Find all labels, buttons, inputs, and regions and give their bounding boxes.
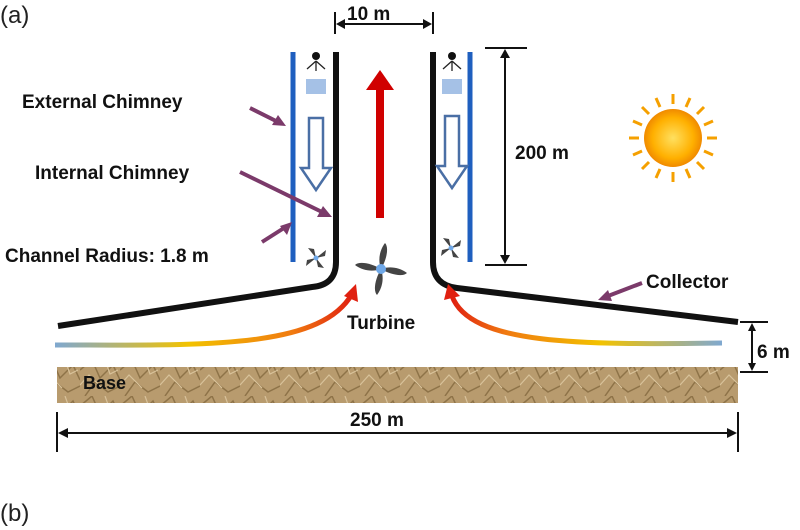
collector-height-label: 6 m <box>757 342 790 363</box>
base-label: Base <box>83 373 127 393</box>
internal-chimney-right <box>430 52 739 325</box>
internal-chimney-left <box>57 52 339 329</box>
pointer-arrows <box>239 106 643 301</box>
small-fan-icon <box>306 238 461 268</box>
sprinkler-icon <box>306 52 462 94</box>
chimney-height-dimension <box>485 47 527 266</box>
turbine-icon <box>355 243 407 295</box>
sun-icon <box>629 94 717 182</box>
base-ground <box>57 367 738 403</box>
panel-label-b: (b) <box>0 500 30 527</box>
chimney-width-label: 10 m <box>347 4 391 25</box>
chimney-width-dimension <box>334 12 434 34</box>
internal-chimney-label: Internal Chimney <box>35 163 190 184</box>
heat-flow-right <box>449 295 723 347</box>
updraft-arrow <box>366 70 394 218</box>
channel-radius-label: Channel Radius: 1.8 m <box>5 246 209 267</box>
collector-height-dimension <box>740 321 768 373</box>
downflow-arrow-left <box>298 116 334 193</box>
base-width-dimension <box>56 412 739 452</box>
base-width-label: 250 m <box>350 410 404 431</box>
external-chimney-label: External Chimney <box>22 92 183 113</box>
downflow-arrow-right <box>434 114 470 191</box>
panel-label-a: (a) <box>0 2 30 29</box>
turbine-label: Turbine <box>347 313 416 334</box>
collector-label: Collector <box>646 272 729 293</box>
heat-flow-left <box>54 292 355 348</box>
chimney-height-label: 200 m <box>515 143 569 164</box>
